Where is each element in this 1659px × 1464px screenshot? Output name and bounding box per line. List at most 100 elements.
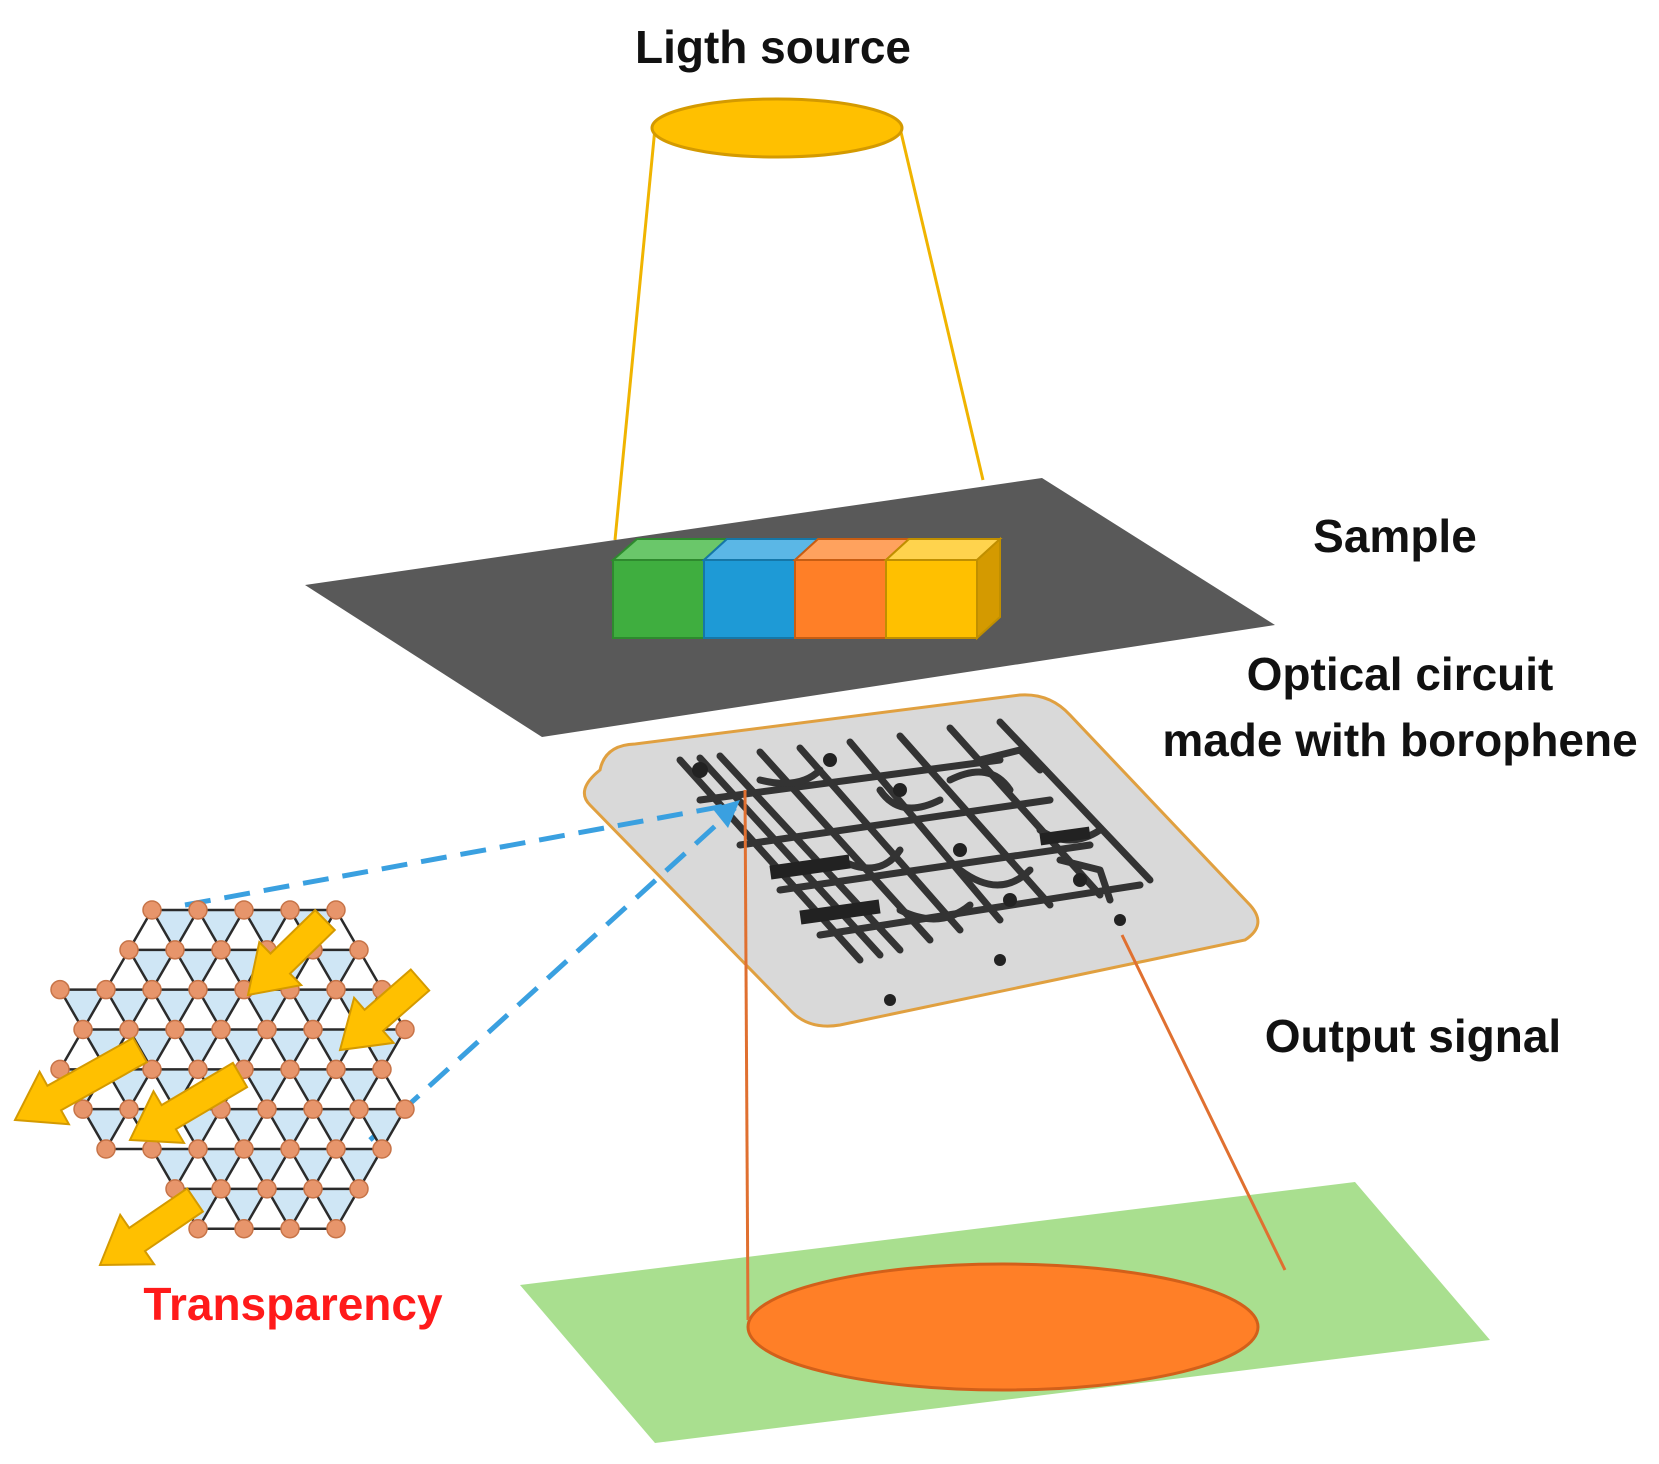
lattice-atom — [257, 1179, 277, 1199]
transparency-arrows — [13, 908, 431, 1267]
lattice-atom — [326, 1059, 346, 1080]
lattice-atom — [349, 1179, 369, 1199]
lattice-cell — [267, 1188, 313, 1229]
lattice-cell — [129, 1029, 175, 1070]
light-source-lamp — [650, 97, 904, 159]
lattice-cell — [221, 1029, 267, 1070]
lattice-atom — [303, 1099, 323, 1119]
lattice-cell — [313, 1109, 359, 1150]
lattice-cell — [129, 949, 175, 990]
cube-yellow — [883, 536, 1003, 641]
lattice-atom — [119, 1099, 139, 1119]
light-cone-left-line — [613, 127, 657, 541]
lattice-atom — [326, 900, 346, 920]
sample-cubes — [610, 536, 1003, 641]
optical-circuit-label-line2: made with borophene — [1162, 714, 1637, 766]
transparency-arrow — [98, 1187, 205, 1267]
circuit-traces — [676, 718, 1154, 964]
lattice-atom — [326, 979, 346, 1000]
lattice-cell — [244, 1069, 290, 1110]
lattice-atom — [188, 1139, 208, 1159]
lattice-cell — [221, 1109, 267, 1150]
lattice-atom — [280, 1059, 300, 1080]
transparency-arrow — [338, 968, 431, 1052]
lattice-cell — [244, 989, 290, 1030]
lattice-cell — [336, 1149, 382, 1189]
zoom-link-arrowhead — [712, 800, 740, 828]
lattice-atom — [303, 1179, 323, 1199]
lattice-atom — [142, 979, 162, 1000]
sample-label: Sample — [1313, 510, 1477, 562]
lattice-cell — [336, 1069, 382, 1110]
transparency-arrow — [13, 1036, 149, 1126]
transparency-arrow — [246, 908, 337, 997]
lattice-atom — [257, 1019, 277, 1040]
lattice-cell — [83, 1029, 129, 1070]
lattice-atom — [73, 1099, 93, 1119]
lattice-cell — [175, 949, 221, 990]
lattice-atom — [372, 1059, 392, 1080]
lattice-atom — [188, 1059, 208, 1080]
lattice-atom — [280, 1218, 300, 1239]
lattice-atom — [142, 1139, 162, 1159]
lattice-atom — [96, 1139, 116, 1159]
zoom-link-bottom — [368, 806, 737, 1142]
zoom-links — [184, 802, 737, 1142]
lattice-cell — [290, 1149, 336, 1189]
lattice-cell — [106, 989, 152, 1030]
lattice-cell — [152, 1149, 198, 1189]
lattice-atom — [188, 900, 208, 920]
light-source — [613, 97, 985, 541]
lattice-atom — [188, 1218, 208, 1239]
lattice-cell — [290, 989, 336, 1030]
lattice-atom — [96, 979, 116, 1000]
cube-green — [610, 538, 730, 639]
lattice-cell — [198, 910, 244, 950]
lattice-cell — [359, 1109, 405, 1150]
lattice-atom — [142, 1059, 162, 1080]
lattice-cell — [152, 910, 198, 950]
lattice-atom — [73, 1019, 93, 1040]
lattice-cell — [175, 1029, 221, 1070]
lattice-cell — [290, 1069, 336, 1110]
lattice-atom — [165, 940, 185, 960]
lattice-cell — [152, 1069, 198, 1110]
lattice-atom — [234, 900, 254, 920]
lattice-atom — [50, 979, 70, 1000]
output-spot — [746, 1262, 1260, 1392]
lattice-atom — [395, 1019, 415, 1040]
lattice-cell — [221, 1188, 267, 1229]
lattice-cell — [267, 1109, 313, 1150]
lattice-cell — [198, 989, 244, 1030]
lattice-atom — [326, 1139, 346, 1159]
lattice-atom — [211, 1019, 231, 1040]
lattice-atom — [326, 1218, 346, 1239]
lattice-cell — [244, 910, 290, 950]
lattice-cell — [267, 1029, 313, 1070]
light-cone-right-line — [898, 127, 985, 481]
cube-orange — [792, 538, 912, 639]
lattice-atom — [234, 1139, 254, 1159]
light-source-label: Ligth source — [635, 21, 911, 73]
optical-circuit-label-line1: Optical circuit — [1247, 648, 1554, 700]
optical-circuit-board — [582, 693, 1260, 1028]
lattice-atom — [234, 1218, 254, 1239]
lattice-atom — [165, 1019, 185, 1040]
lattice-atom — [303, 1019, 323, 1040]
lattice-atom — [211, 940, 231, 960]
lattice-cell — [152, 989, 198, 1030]
output-cone-right-line — [1120, 934, 1287, 1271]
lattice-atom — [280, 1139, 300, 1159]
lattice-atom — [349, 940, 369, 960]
output-cone-left-line — [743, 789, 750, 1321]
circuit-pads — [692, 753, 1126, 1006]
lattice-atom — [349, 1099, 369, 1119]
lattice-cell — [60, 989, 106, 1030]
lattice-cell — [198, 1149, 244, 1189]
lattice-cell — [244, 1149, 290, 1189]
lattice-atom — [395, 1099, 415, 1119]
transparency-label: Transparency — [143, 1278, 443, 1330]
lattice-atom — [280, 900, 300, 920]
